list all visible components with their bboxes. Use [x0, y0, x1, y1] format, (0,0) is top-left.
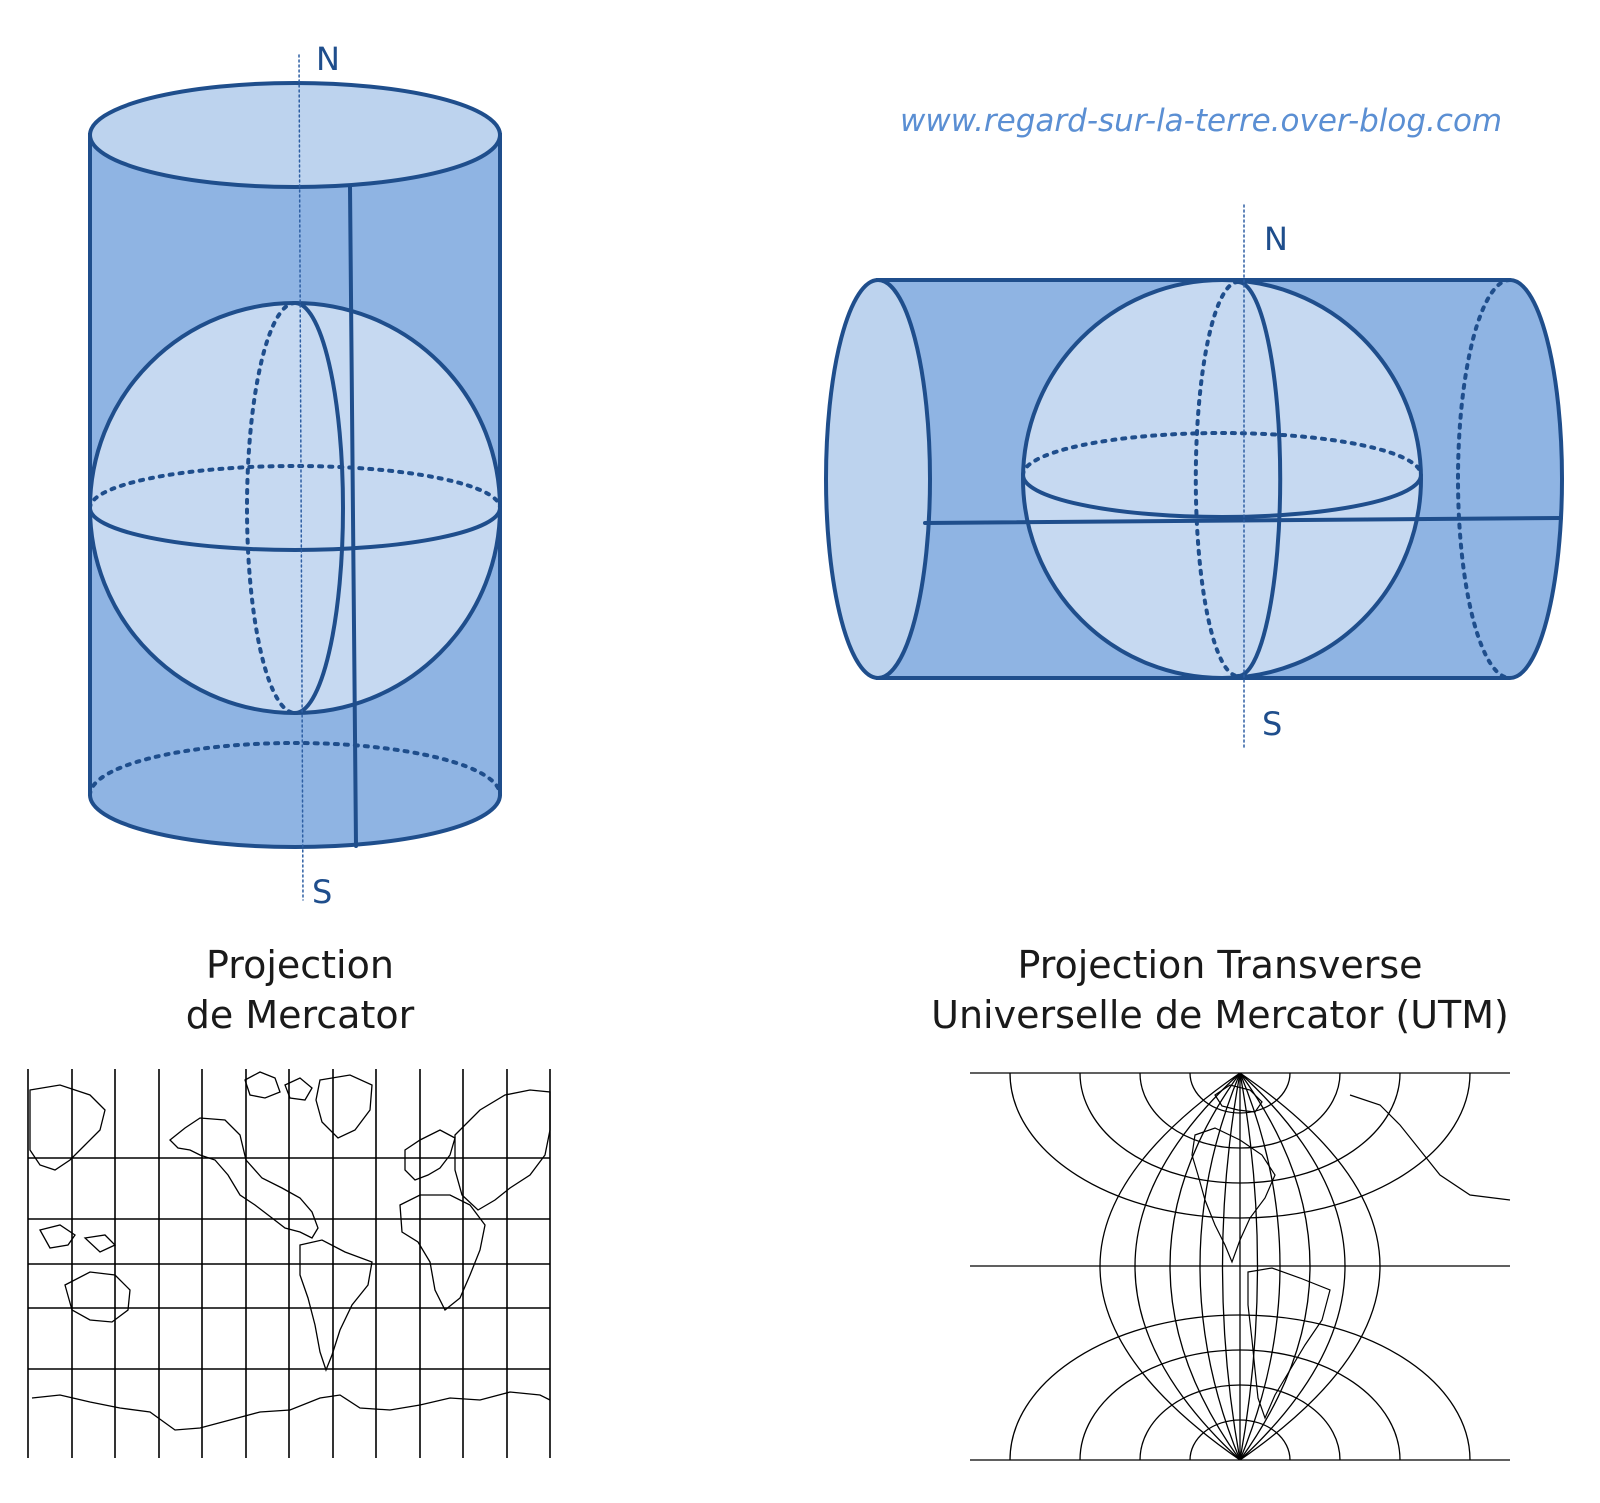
cylinder-bottom-back-edge — [88, 741, 502, 797]
cylinder-right-back-edge — [1456, 278, 1512, 680]
equator-back — [1021, 431, 1423, 477]
equator-front — [88, 506, 502, 552]
polar-axis — [298, 54, 304, 901]
meridian-front — [293, 301, 345, 715]
tangent-line — [923, 516, 1563, 525]
equator-back — [88, 464, 502, 510]
equator-front — [1021, 473, 1423, 519]
utm-coastlines — [1191, 1084, 1511, 1420]
mercator-parallels — [28, 1157, 550, 1370]
mercator-caption-line1: Projection — [206, 943, 394, 987]
meridian-back — [245, 301, 297, 715]
tangent-line — [348, 185, 358, 848]
utm-caption-line2: Universelle de Mercator (UTM) — [931, 993, 1509, 1037]
utm-parallels — [1009, 1072, 1471, 1461]
north-label: N — [316, 40, 340, 78]
mercator-world-map — [27, 1069, 551, 1458]
cylinder-left-cap — [824, 278, 932, 680]
cylinder-top-cap — [88, 81, 502, 189]
meridian-back — [1193, 280, 1240, 678]
utm-caption: Projection Transverse Universelle de Mer… — [900, 940, 1540, 1040]
mercator-coastlines — [29, 1071, 551, 1431]
globe — [88, 301, 502, 715]
meridian-front — [1236, 280, 1283, 678]
mercator-caption: Projection de Mercator — [140, 940, 460, 1040]
utm-caption-line1: Projection Transverse — [1017, 943, 1423, 987]
north-label: N — [1264, 220, 1288, 258]
utm-cylinder-diagram: N S — [824, 204, 1564, 751]
utm-meridians — [1099, 1072, 1381, 1461]
watermark-url: www.regard-sur-la-terre.over-blog.com — [900, 103, 1503, 139]
south-label: S — [1262, 705, 1282, 743]
south-label: S — [312, 873, 332, 911]
globe — [1021, 278, 1423, 680]
mercator-caption-line2: de Mercator — [185, 993, 415, 1037]
utm-world-map — [970, 1072, 1511, 1461]
mercator-cylinder-diagram: N S — [88, 40, 502, 911]
